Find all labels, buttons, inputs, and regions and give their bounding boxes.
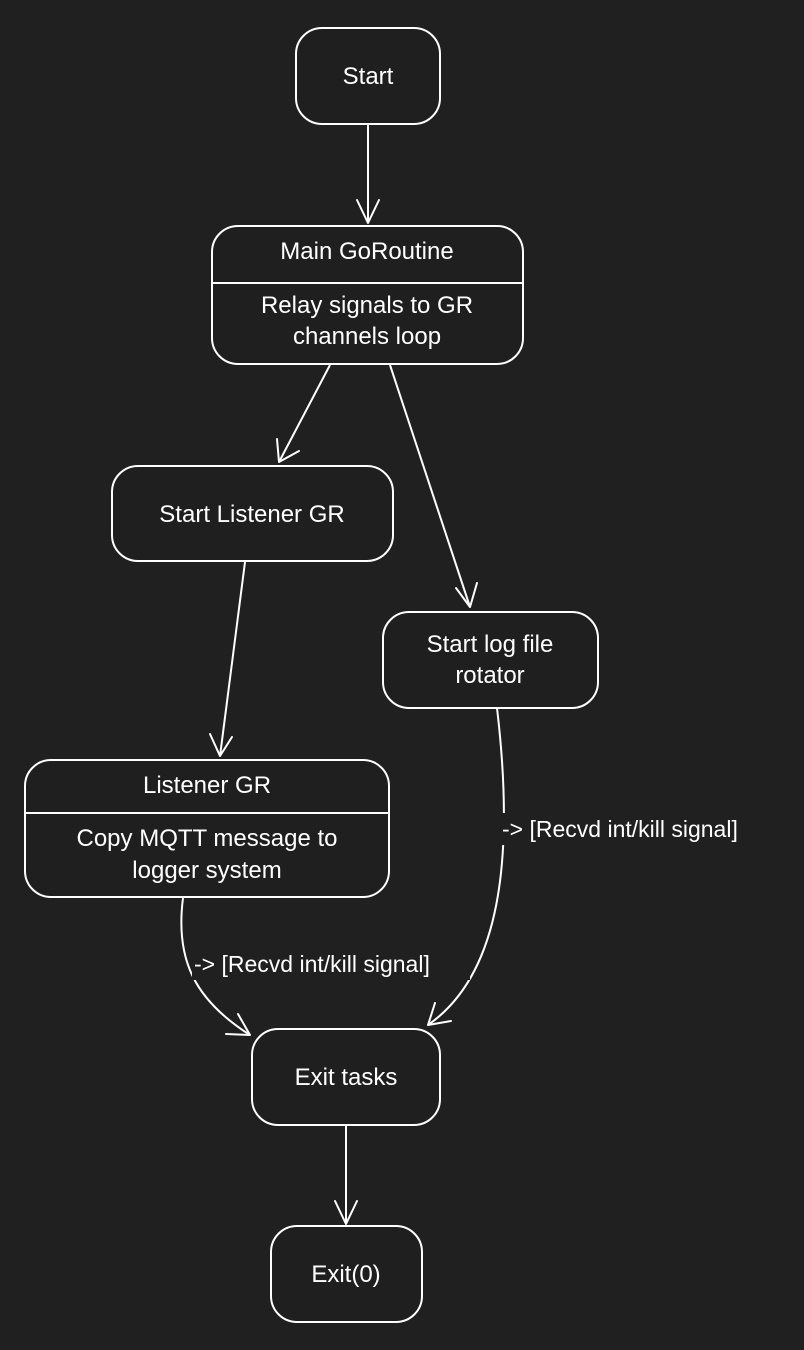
node-log-rotator: Start log file rotator xyxy=(382,611,599,709)
edge-label-rotator-exit: -> [Recvd int/kill signal] xyxy=(502,816,738,842)
node-main-body-line1: Relay signals to GR xyxy=(261,292,473,319)
edge-start-listener-to-listener xyxy=(209,561,246,757)
node-listener-body-line1: Copy MQTT message to xyxy=(77,825,338,852)
edge-main-to-log-rotator xyxy=(389,364,478,608)
node-listener-title: Listener GR xyxy=(143,772,271,799)
edge-log-rotator-to-exit-tasks xyxy=(427,707,505,1026)
node-main-title: Main GoRoutine xyxy=(280,238,453,265)
edge-main-to-start-listener xyxy=(276,364,331,463)
edge-label-bg xyxy=(500,813,780,845)
node-start-listener-label: Start Listener GR xyxy=(159,501,344,528)
node-exit-tasks: Exit tasks xyxy=(251,1028,441,1126)
node-log-rotator-line1: Start log file xyxy=(427,631,554,658)
edge-label-bg xyxy=(192,948,470,980)
node-exit-label: Exit(0) xyxy=(311,1261,380,1288)
node-main-goroutine: Main GoRoutine Relay signals to GR chann… xyxy=(211,225,524,365)
node-main-body-line2: channels loop xyxy=(293,323,441,350)
node-exit: Exit(0) xyxy=(270,1225,423,1323)
edge-start-to-main xyxy=(356,124,380,224)
edge-label-listener-exit: -> [Recvd int/kill signal] xyxy=(194,951,430,977)
node-listener-gr: Listener GR Copy MQTT message to logger … xyxy=(24,759,390,898)
node-start-listener: Start Listener GR xyxy=(111,465,394,562)
node-start-label: Start xyxy=(343,63,394,90)
node-log-rotator-line2: rotator xyxy=(455,662,524,689)
node-listener-body-line2: logger system xyxy=(132,857,281,884)
edge-exit-tasks-to-exit xyxy=(334,1125,358,1225)
node-start: Start xyxy=(295,27,441,125)
node-exit-tasks-label: Exit tasks xyxy=(295,1064,398,1091)
